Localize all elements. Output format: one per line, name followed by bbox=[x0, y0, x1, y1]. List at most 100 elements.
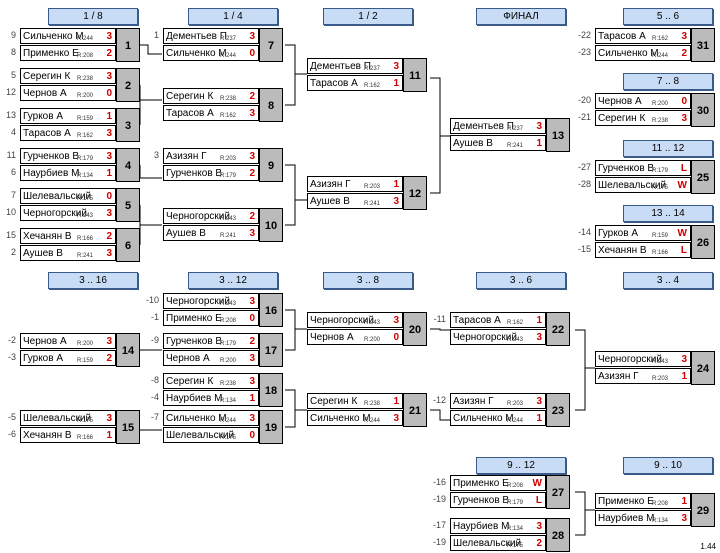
player-rating: R:179 bbox=[220, 173, 237, 179]
player-name: Гурченков В bbox=[166, 168, 223, 179]
player-rating: R:200 bbox=[652, 101, 669, 107]
player-name: Тарасов А bbox=[310, 78, 358, 89]
player-name: Сильченко М bbox=[166, 48, 227, 59]
player-score: 2 bbox=[681, 48, 687, 59]
match-number: 22 bbox=[546, 312, 570, 346]
